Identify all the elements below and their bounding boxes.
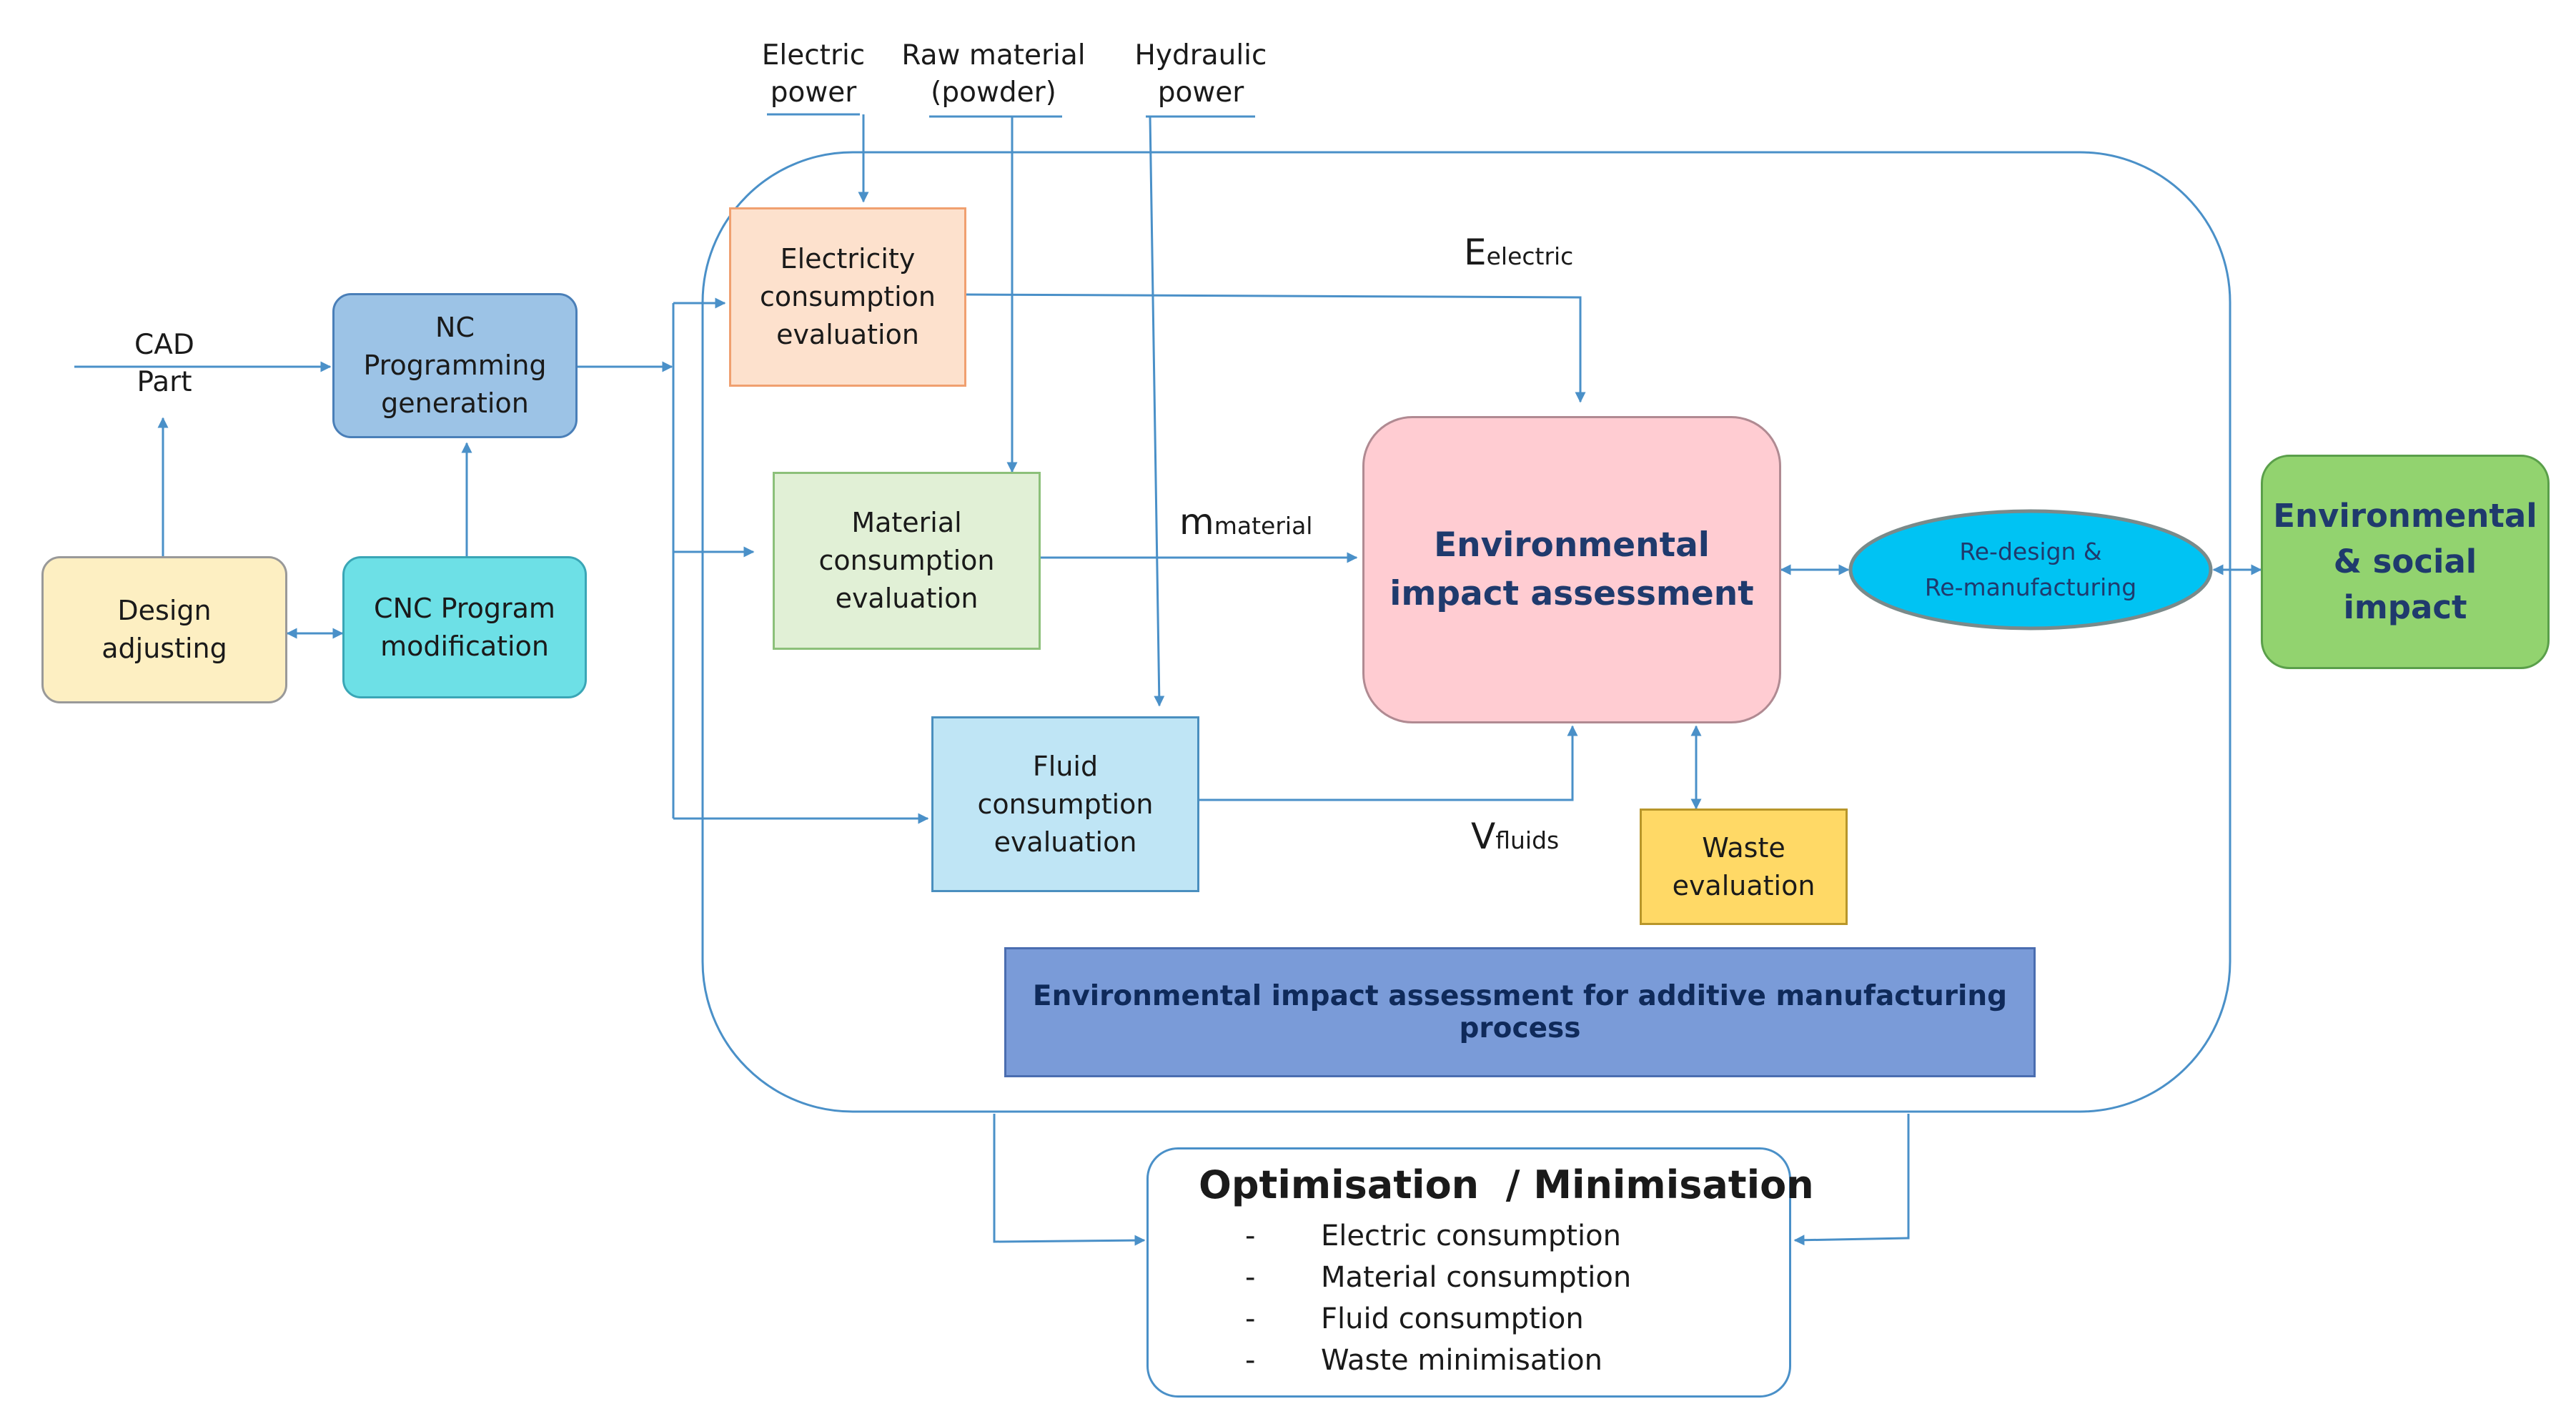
electric-energy-subscript: electric <box>1486 242 1574 270</box>
nc-line3: generation <box>381 387 529 419</box>
material-evaluation-box: Material consumption evaluation <box>773 472 1041 650</box>
cnc-line2: modification <box>380 630 549 662</box>
design-line1: Design <box>117 595 212 626</box>
fluid-line3: evaluation <box>994 826 1137 858</box>
electric-energy-symbol: E <box>1464 232 1487 273</box>
electric-energy-label: Eelectric <box>1464 231 1573 278</box>
electricity-line1: Electricity <box>780 243 916 275</box>
raw-material-line1: Raw material <box>901 39 1086 71</box>
optimisation-item: - Material consumption <box>1245 1257 1631 1298</box>
material-line3: evaluation <box>835 583 979 614</box>
item-waste-minimisation: Waste minimisation <box>1321 1344 1602 1377</box>
hydraulic-power-line2: power <box>1157 76 1244 109</box>
env-social-line2: & social <box>2333 543 2477 580</box>
nc-line2: Programming <box>363 350 547 381</box>
nc-line1: NC <box>435 312 475 343</box>
eia-line2: impact assessment <box>1389 574 1754 613</box>
material-mass-subscript: material <box>1214 512 1313 540</box>
redesign-line2: Re-manufacturing <box>1924 573 2137 601</box>
material-mass-label: mmaterial <box>1179 500 1312 548</box>
arrow-right-to-optimisation <box>1793 1114 1910 1246</box>
redesign-line1: Re-design & <box>1959 538 2102 565</box>
list-bullet: - <box>1245 1261 1256 1294</box>
redesign-ellipse <box>1848 509 2213 631</box>
am-banner-text: Environmental impact assessment for addi… <box>1032 980 2008 1044</box>
environmental-social-impact-box: Environmental & social impact <box>2261 455 2550 669</box>
environmental-impact-assessment-box: Environmental impact assessment <box>1362 416 1781 723</box>
waste-line1: Waste <box>1702 831 1785 864</box>
optimisation-item: - Waste minimisation <box>1245 1340 1631 1381</box>
electricity-line3: evaluation <box>776 319 919 350</box>
raw-material-label: Raw material (powder) <box>886 37 1101 112</box>
material-line1: Material <box>851 507 962 538</box>
fluid-line2: consumption <box>977 788 1154 820</box>
material-mass-symbol: m <box>1179 501 1214 543</box>
eia-line1: Environmental <box>1434 525 1710 565</box>
env-social-line3: impact <box>2343 588 2467 626</box>
arrow-left-to-optimisation <box>993 1114 1146 1246</box>
electric-power-line1: Electric <box>761 39 866 71</box>
design-line2: adjusting <box>101 633 227 664</box>
optimisation-box: Optimisation / Minimisation - Electric c… <box>1146 1147 1814 1398</box>
design-adjusting-box: Design adjusting <box>41 556 287 703</box>
material-line2: consumption <box>818 545 995 576</box>
optimisation-title: Optimisation / Minimisation <box>1199 1162 1814 1207</box>
cnc-line1: CNC Program <box>374 592 555 624</box>
electric-power-label: Electric power <box>742 37 885 112</box>
fluid-volume-label: Vfluids <box>1471 815 1559 862</box>
item-fluid-consumption: Fluid consumption <box>1321 1302 1584 1335</box>
part-label: Part <box>137 366 192 398</box>
fluid-volume-symbol: V <box>1471 816 1496 857</box>
waste-line2: evaluation <box>1672 869 1815 901</box>
fluid-evaluation-box: Fluid consumption evaluation <box>931 716 1199 892</box>
optimisation-item: - Electric consumption <box>1245 1215 1631 1257</box>
list-bullet: - <box>1245 1344 1256 1377</box>
fluid-line1: Fluid <box>1032 750 1099 782</box>
redesign-label: Re-design & Re-manufacturing <box>1851 522 2211 618</box>
optimisation-list: - Electric consumption - Material consum… <box>1245 1215 1631 1381</box>
item-electric-consumption: Electric consumption <box>1321 1220 1621 1252</box>
optimisation-item: - Fluid consumption <box>1245 1298 1631 1340</box>
nc-programming-box: NC Programming generation <box>332 293 578 438</box>
am-process-banner: Environmental impact assessment for addi… <box>1004 947 2036 1077</box>
arrow-electricity-to-eia <box>966 293 1586 403</box>
env-social-line1: Environmental <box>2273 497 2537 535</box>
cad-label: CAD <box>134 329 194 361</box>
list-bullet: - <box>1245 1302 1256 1335</box>
fluid-volume-subscript: fluids <box>1495 826 1560 854</box>
raw-material-line2: (powder) <box>931 76 1056 109</box>
list-bullet: - <box>1245 1220 1256 1252</box>
waste-evaluation-box: Waste evaluation <box>1640 809 1848 925</box>
arrow-hydraulic-power <box>1149 116 1165 707</box>
electric-power-line2: power <box>770 76 857 109</box>
hydraulic-power-line1: Hydraulic <box>1134 39 1267 71</box>
electricity-line2: consumption <box>759 281 936 312</box>
arrow-fluid-to-eia <box>1199 725 1578 801</box>
cnc-program-box: CNC Program modification <box>342 556 587 698</box>
process-boundary <box>701 151 2231 1113</box>
hydraulic-power-label: Hydraulic power <box>1122 37 1279 112</box>
cad-part-label: CAD Part <box>107 327 222 401</box>
item-material-consumption: Material consumption <box>1321 1261 1632 1294</box>
electricity-evaluation-box: Electricity consumption evaluation <box>729 207 966 387</box>
